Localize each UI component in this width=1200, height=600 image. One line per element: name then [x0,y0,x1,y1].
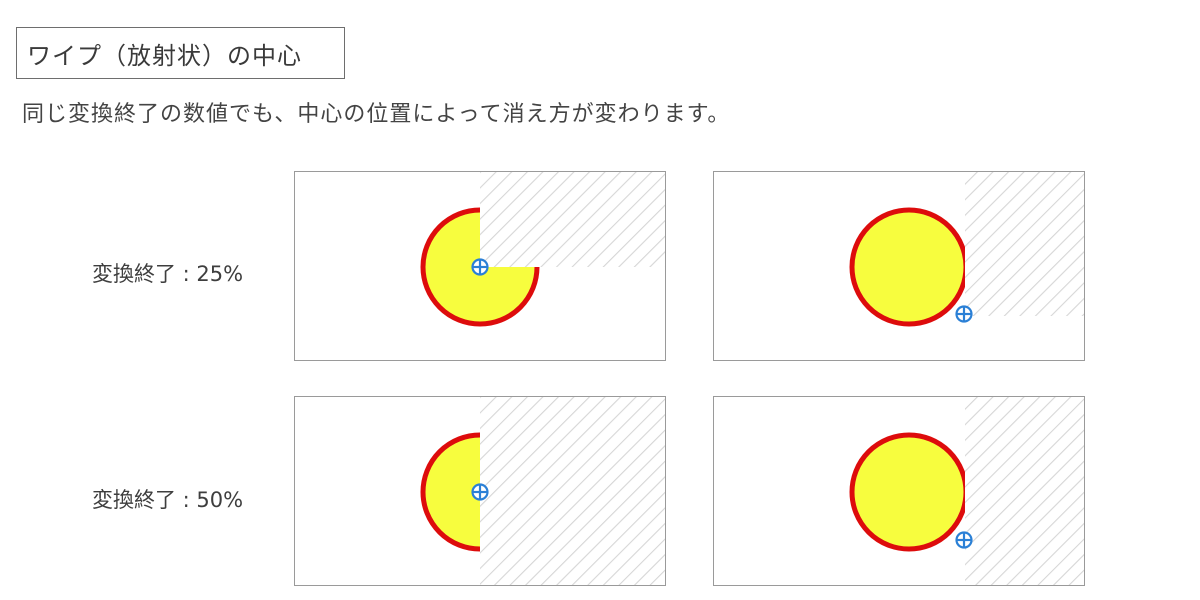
panel-50-center [294,396,666,586]
wipe-diagram-50-offset [849,397,1084,585]
page-title-text: ワイプ（放射状）の中心 [27,41,302,70]
wipe-diagram-25-center [420,172,665,327]
circle-remaining [849,432,965,552]
crosshair-circle-icon [471,258,489,276]
panel-25-center [294,171,666,361]
row-label-50: 変換終了 : 50% [92,488,244,512]
wipe-diagram-50-center [420,397,665,585]
row-label-25: 変換終了 : 25% [92,262,244,286]
page-title: ワイプ（放射状）の中心 [16,27,345,79]
circle-outline [420,432,481,552]
panel-50-offset [713,396,1085,586]
crosshair-circle-icon [955,305,973,323]
wiped-area [965,397,1084,585]
circle-remaining [423,435,480,549]
circle-outline [420,207,540,327]
wipe-diagram-25-offset [849,172,1084,327]
crosshair-circle-icon [955,531,973,549]
panel-25-offset [713,171,1085,361]
wiped-area [480,172,665,267]
wiped-area [480,397,665,585]
circle-remaining [849,207,969,327]
crosshair-circle-icon [471,483,489,501]
wiped-area [965,172,1084,316]
description-text: 同じ変換終了の数値でも、中心の位置によって消え方が変わります。 [22,102,731,127]
